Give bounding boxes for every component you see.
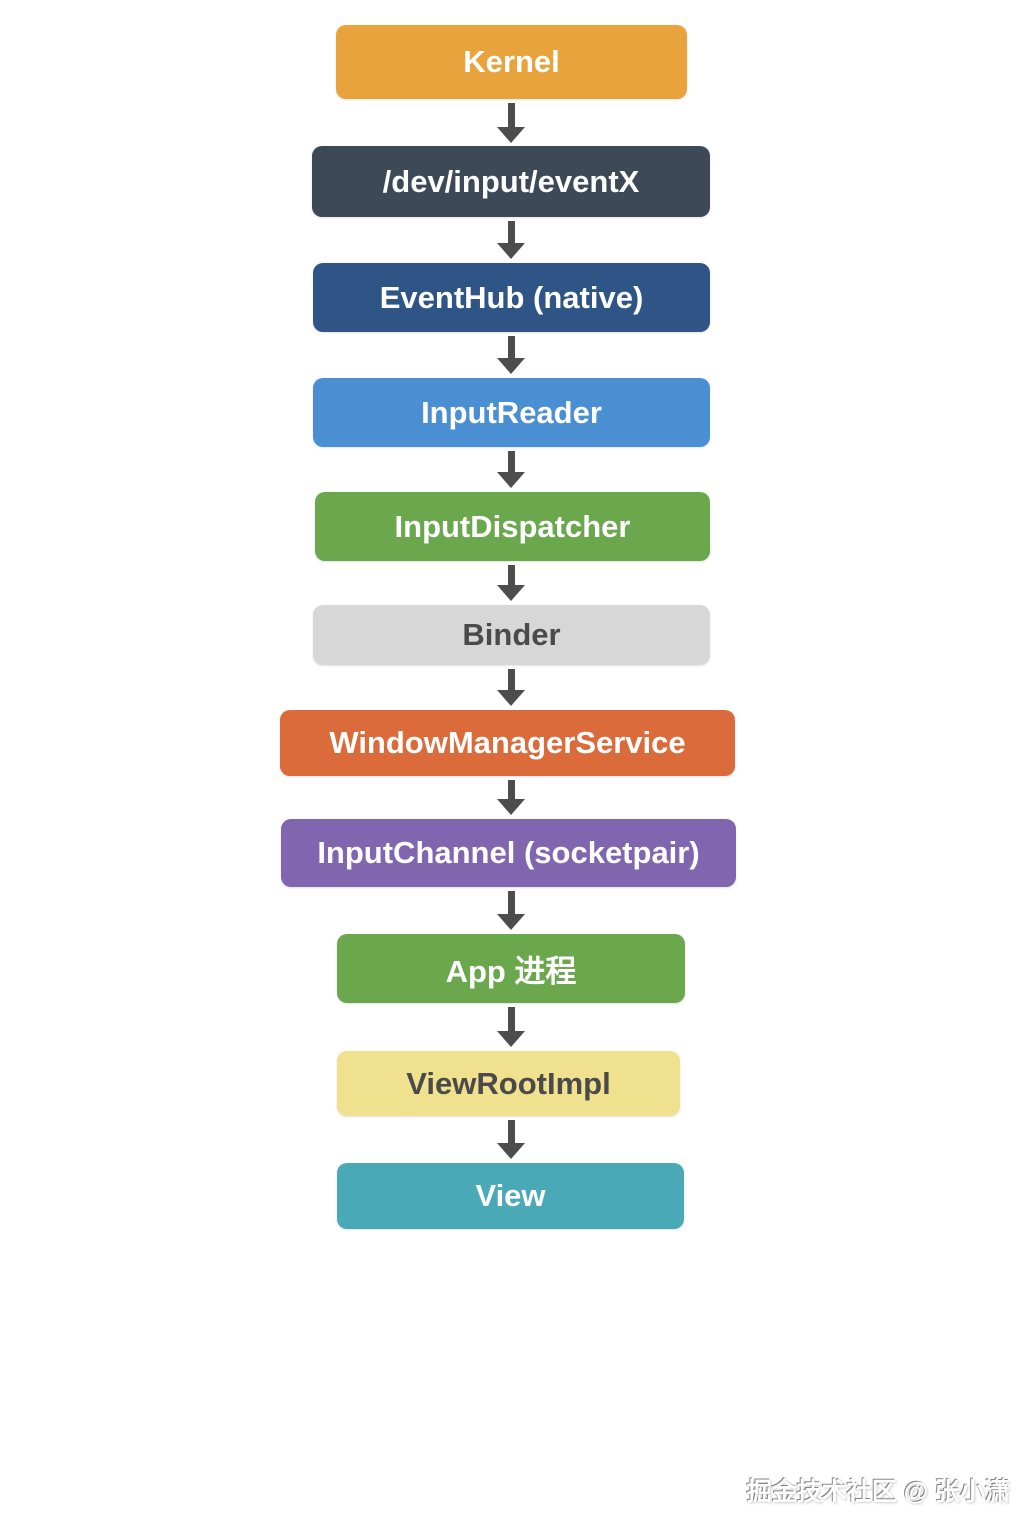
arrow-head [497,690,525,706]
flow-node-inputdispatcher: InputDispatcher [315,492,710,561]
arrow-head [497,243,525,259]
flow-node-windowmanagerservice: WindowManagerService [280,710,735,776]
flow-node-app-process: App 进程 [337,934,685,1003]
arrow-stem [507,1007,515,1031]
arrow-head [497,1031,525,1047]
arrow-stem [507,103,515,127]
arrow-stem [507,891,515,914]
flow-node-inputreader: InputReader [313,378,710,447]
arrow-stem [507,565,515,585]
arrow-down-icon [497,891,525,930]
arrow-down-icon [497,451,525,488]
arrow-head [497,914,525,930]
flow-node-inputchannel-socketpair: InputChannel (socketpair) [281,819,736,887]
flow-node-eventhub-native: EventHub (native) [313,263,710,332]
arrow-down-icon [497,336,525,374]
arrow-head [497,472,525,488]
flow-node-dev-input-eventx: /dev/input/eventX [312,146,710,217]
arrow-down-icon [497,780,525,815]
arrow-stem [507,1120,515,1143]
flow-node-binder: Binder [313,605,710,665]
arrow-down-icon [497,103,525,143]
arrow-stem [507,669,515,690]
flow-node-kernel: Kernel [336,25,687,99]
arrow-stem [507,221,515,243]
flow-node-view: View [337,1163,684,1229]
arrow-stem [507,336,515,358]
watermark: 掘金技术社区 @ 张小潇 [746,1478,1010,1506]
arrow-down-icon [497,221,525,259]
arrow-head [497,799,525,815]
arrow-head [497,1143,525,1159]
arrow-stem [507,780,515,799]
arrow-stem [507,451,515,472]
arrow-down-icon [497,565,525,601]
arrow-head [497,127,525,143]
arrow-head [497,585,525,601]
flow-node-viewrootimpl: ViewRootImpl [337,1051,680,1116]
arrow-down-icon [497,1007,525,1047]
arrow-down-icon [497,669,525,706]
arrow-down-icon [497,1120,525,1159]
arrow-head [497,358,525,374]
